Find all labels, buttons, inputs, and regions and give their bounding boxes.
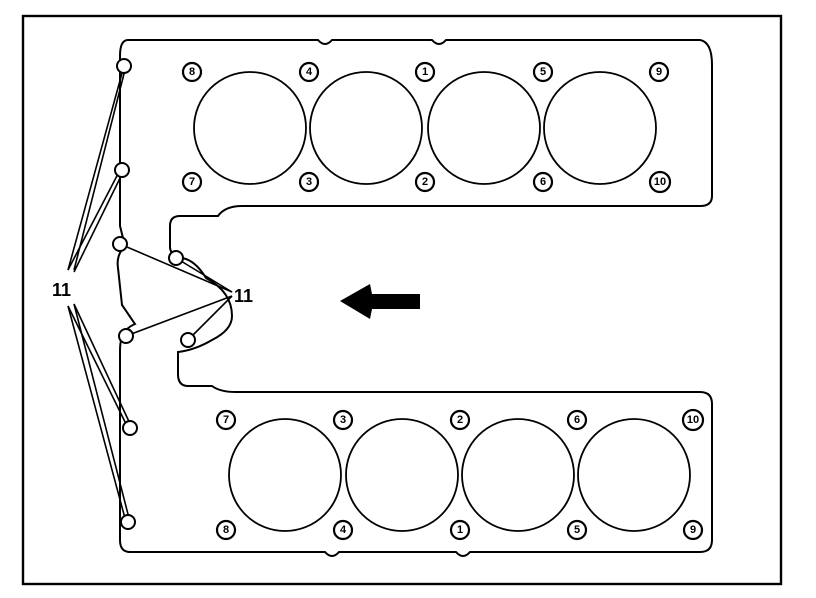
right-callout-leaders [119,243,233,341]
bolt-sequence-badge: 1 [414,61,436,83]
svg-text:1: 1 [457,524,463,536]
svg-text:4: 4 [306,66,313,78]
upper-bank-bottom-badges: 7 3 2 6 10 [181,170,672,194]
front-direction-arrow [340,284,420,319]
lower-cylinder-bores [228,418,691,532]
svg-text:7: 7 [223,414,229,426]
bolt-sequence-badge: 10 [681,408,705,432]
dowel-hole [122,420,138,436]
bolt-sequence-badge: 2 [449,409,471,431]
lower-bank-bottom-badges: 8 4 1 5 9 [215,519,704,541]
cylinder-bore [193,71,307,185]
cylinder-bore [228,418,342,532]
bolt-sequence-badge: 6 [566,409,588,431]
svg-text:2: 2 [422,176,428,188]
bolt-sequence-badge: 10 [648,170,672,194]
svg-text:4: 4 [340,524,347,536]
svg-text:2: 2 [457,414,463,426]
svg-text:3: 3 [340,414,346,426]
bolt-sequence-badge: 9 [682,519,704,541]
dowel-holes [112,58,196,530]
bolt-sequence-badge: 3 [332,409,354,431]
cylinder-bore [461,418,575,532]
bolt-sequence-badge: 7 [215,409,237,431]
bolt-sequence-badge: 8 [181,61,203,83]
upper-cylinder-bores [193,71,657,185]
cylinder-bore [345,418,459,532]
svg-text:9: 9 [690,524,696,536]
callout-label-left: 11 [52,280,71,300]
svg-text:10: 10 [687,414,699,426]
dowel-hole [112,236,128,252]
svg-text:7: 7 [189,176,195,188]
dowel-hole [114,162,130,178]
svg-text:8: 8 [223,524,229,536]
dowel-hole [180,332,196,348]
cylinder-bore [577,418,691,532]
bolt-sequence-badge: 1 [449,519,471,541]
svg-text:3: 3 [306,176,312,188]
dowel-hole [120,514,136,530]
left-callout-leaders [67,65,133,523]
cylinder-bore [427,71,541,185]
bolt-sequence-badge: 7 [181,171,203,193]
dowel-hole [168,250,184,266]
svg-text:5: 5 [574,524,580,536]
svg-text:1: 1 [422,66,428,78]
svg-text:10: 10 [654,176,666,188]
bolt-sequence-badge: 9 [648,61,670,83]
dowel-hole [116,58,132,74]
gasket-outline [116,39,713,557]
bolt-sequence-badge: 6 [532,171,554,193]
lower-bank-top-badges: 7 3 2 6 10 [215,408,705,432]
cylinder-bore [309,71,423,185]
bolt-sequence-badge: 4 [298,61,320,83]
bolt-sequence-badge: 5 [532,61,554,83]
bolt-sequence-badge: 3 [298,171,320,193]
svg-text:6: 6 [574,414,580,426]
svg-text:5: 5 [540,66,546,78]
bolt-sequence-badge: 4 [332,519,354,541]
bolt-sequence-badge: 5 [566,519,588,541]
dowel-hole [118,328,134,344]
bolt-sequence-badge: 2 [414,171,436,193]
svg-text:8: 8 [189,66,195,78]
bolt-sequence-badge: 8 [215,519,237,541]
upper-bank-top-badges: 8 4 1 5 9 [181,61,670,83]
cylinder-bore [543,71,657,185]
svg-text:6: 6 [540,176,546,188]
callout-label-right: 11 [234,286,253,306]
svg-text:9: 9 [656,66,662,78]
